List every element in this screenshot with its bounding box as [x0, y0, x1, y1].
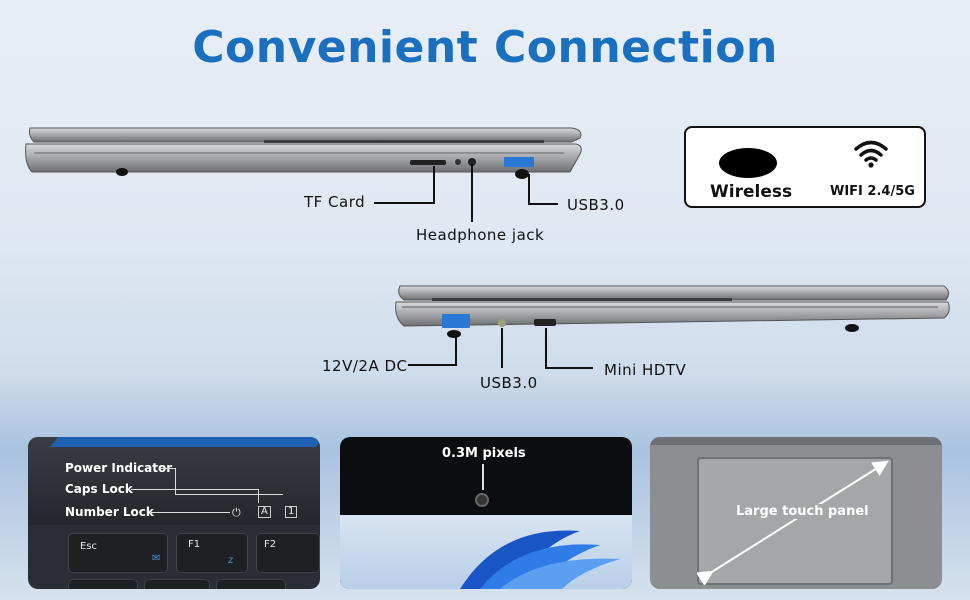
- key-row2-a: [68, 579, 138, 589]
- laptop-side-right: [25, 127, 582, 179]
- wireless-box: Wireless WIFI 2.4/5G: [684, 126, 926, 208]
- usb-bottom-label: USB3.0: [480, 374, 538, 392]
- caps-line-h: [131, 489, 258, 490]
- number-lock-icon: 1: [285, 506, 298, 518]
- keyboard-indicator-panel: Power Indicator Caps Lock Number Lock ⏻ …: [28, 437, 320, 589]
- key-f1-label: F1: [188, 539, 201, 550]
- windows-bloom-graphic: [460, 530, 620, 589]
- power-line-v: [175, 468, 176, 494]
- power-line-h: [159, 468, 175, 469]
- camera-line: [482, 464, 484, 490]
- dc-line-h: [408, 364, 456, 366]
- wireless-label: Wireless: [710, 182, 793, 202]
- mini-hdtv-label: Mini HDTV: [604, 361, 687, 379]
- usb-top-line-h: [528, 203, 558, 205]
- key-esc: [68, 533, 168, 573]
- touch-panel-label: Large touch panel: [733, 504, 872, 519]
- wifi-label: WIFI 2.4/5G: [830, 184, 915, 199]
- tf-card-line-v: [433, 166, 435, 204]
- keyboard-top-bezel: [28, 437, 320, 525]
- page-title: Convenient Connection: [192, 22, 778, 73]
- wifi-icon: [854, 140, 888, 168]
- diagonal-arrow-icon: [697, 460, 889, 585]
- dc-line-v: [455, 336, 457, 366]
- key-esc-label: Esc: [80, 541, 98, 552]
- tf-card-label: TF Card: [304, 193, 366, 211]
- touchpad-top-strip: [650, 437, 942, 445]
- camera-label: 0.3M pixels: [442, 446, 526, 461]
- camera-lens-icon: [475, 493, 489, 507]
- key-f1: [176, 533, 248, 573]
- power-line-h2: [175, 494, 283, 495]
- touchpad-panel: Large touch panel: [650, 437, 942, 589]
- power-indicator-icon: ⏻: [232, 506, 241, 519]
- sleep-icon: z: [228, 555, 234, 566]
- mail-icon: ✉: [152, 553, 161, 564]
- usb-bottom-line: [501, 328, 503, 368]
- numlock-line-h: [150, 512, 230, 513]
- key-row2-c: [216, 579, 286, 589]
- usb-top-line-v: [528, 174, 530, 204]
- usb-top-label: USB3.0: [567, 196, 625, 214]
- hdtv-line-h: [545, 367, 593, 369]
- tf-card-line-h: [374, 202, 434, 204]
- wireless-oval-icon: [719, 148, 777, 178]
- key-f2: [256, 533, 320, 573]
- hdtv-line-v: [545, 328, 547, 368]
- caps-line-v: [258, 489, 259, 503]
- camera-panel: 0.3M pixels: [340, 437, 632, 589]
- screen-edge: [49, 437, 320, 447]
- laptop-side-left: [395, 285, 950, 338]
- key-f2-label: F2: [264, 539, 277, 550]
- dc-label: 12V/2A DC: [322, 357, 408, 375]
- caps-lock-icon: A: [258, 506, 271, 518]
- power-indicator-label: Power Indicator: [65, 461, 173, 475]
- headphone-jack-label: Headphone jack: [416, 226, 545, 244]
- key-row2-b: [144, 579, 210, 589]
- caps-lock-label: Caps Lock: [65, 482, 133, 496]
- headphone-line: [471, 164, 473, 222]
- number-lock-label: Number Lock: [65, 505, 154, 519]
